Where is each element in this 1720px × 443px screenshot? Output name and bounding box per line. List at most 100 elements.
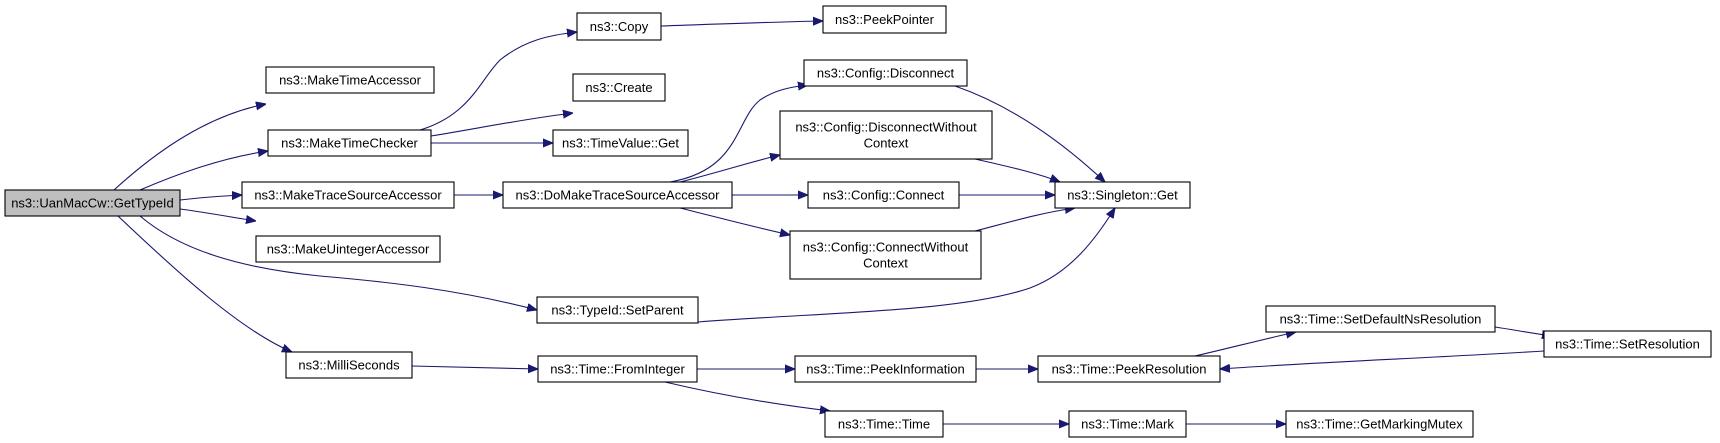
node-typeid-setparent[interactable]: ns3::TypeId::SetParent	[536, 296, 699, 324]
node-milliseconds[interactable]: ns3::MilliSeconds	[285, 351, 413, 379]
node-label: ns3::PeekPointer	[835, 12, 935, 27]
node-config-disconnect[interactable]: ns3::Config::Disconnect	[803, 59, 968, 87]
node-box	[824, 410, 944, 438]
node-box	[807, 181, 960, 209]
node-box	[1037, 355, 1221, 383]
node-time-peekresolution[interactable]: ns3::Time::PeekResolution	[1037, 355, 1221, 383]
node-label: ns3::Create	[585, 80, 652, 95]
node-config-connect[interactable]: ns3::Config::Connect	[807, 181, 960, 209]
node-box	[572, 73, 666, 102]
edge-time-peekresolution-to-time-setdefaultnsresolution	[1194, 332, 1296, 357]
node-time-setresolution[interactable]: ns3::Time::SetResolution	[1543, 330, 1712, 358]
node-label: ns3::Time::GetMarkingMutex	[1296, 417, 1463, 432]
edge-uanmaccw-gettypeid-to-typeid-setparent	[139, 215, 537, 310]
node-box	[1068, 410, 1187, 438]
node-label: ns3::Time::FromInteger	[550, 362, 685, 377]
node-time-mark[interactable]: ns3::Time::Mark	[1068, 410, 1187, 438]
edge-uanmaccw-gettypeid-to-makeuintegeraccessor	[179, 208, 256, 221]
node-peekpointer[interactable]: ns3::PeekPointer	[822, 5, 947, 34]
node-box	[794, 355, 977, 383]
node-time-peekinformation[interactable]: ns3::Time::PeekInformation	[794, 355, 977, 383]
node-label: ns3::Copy	[590, 19, 649, 34]
node-box	[537, 355, 698, 383]
edge-time-frominteger-to-time-time	[664, 381, 830, 411]
node-box	[1054, 181, 1191, 209]
node-makeuintegeraccessor[interactable]: ns3::MakeUintegerAccessor	[255, 235, 441, 263]
node-label: ns3::Config::ConnectWithout	[803, 240, 969, 255]
node-box	[1285, 410, 1474, 438]
node-label: ns3::Time::PeekResolution	[1052, 362, 1207, 377]
edge-domaketracesourceaccessor-to-config-connectwithoutcontext	[679, 207, 790, 235]
edge-maketimechecker-to-copy	[419, 32, 577, 131]
node-label: ns3::Config::Connect	[823, 188, 945, 203]
nodes-layer: ns3::UanMacCw::GetTypeId ns3::MakeTimeAcc…	[4, 5, 1712, 438]
edge-domaketracesourceaccessor-to-config-disconnectwithoutcontext	[679, 155, 780, 183]
edge-time-setdefaultnsresolution-to-time-setresolution	[1494, 326, 1552, 336]
node-label: ns3::Time::PeekInformation	[806, 362, 964, 377]
node-copy[interactable]: ns3::Copy	[576, 12, 662, 41]
node-box	[1265, 305, 1496, 333]
edge-uanmaccw-gettypeid-to-milliseconds	[117, 215, 292, 352]
node-label: Context	[864, 136, 909, 151]
node-label: Context	[863, 256, 908, 271]
node-label: ns3::Config::Disconnect	[817, 66, 955, 81]
node-box	[285, 351, 413, 379]
node-label: ns3::Config::DisconnectWithout	[795, 120, 977, 135]
node-label: ns3::Time::SetDefaultNsResolution	[1280, 312, 1482, 327]
node-label: ns3::TypeId::SetParent	[551, 303, 684, 318]
node-box	[241, 181, 455, 209]
node-box	[789, 230, 982, 280]
edge-typeid-setparent-to-singleton-get	[697, 208, 1115, 323]
node-time-frominteger[interactable]: ns3::Time::FromInteger	[537, 355, 698, 383]
node-box	[502, 181, 733, 209]
edges-layer	[113, 21, 1552, 424]
edge-uanmaccw-gettypeid-to-maketimechecker	[139, 151, 268, 191]
node-label: ns3::Singleton::Get	[1067, 188, 1178, 203]
node-label: ns3::Time::SetResolution	[1555, 337, 1700, 352]
node-box	[265, 66, 435, 94]
node-maketracesourceaccessor[interactable]: ns3::MakeTraceSourceAccessor	[241, 181, 455, 209]
node-maketimeaccessor[interactable]: ns3::MakeTimeAccessor	[265, 66, 435, 94]
node-label: ns3::Time::Time	[838, 417, 930, 432]
node-label: ns3::Time::Mark	[1081, 417, 1174, 432]
node-box	[822, 5, 947, 34]
edge-milliseconds-to-time-frominteger	[411, 366, 538, 369]
node-label: ns3::TimeValue::Get	[562, 136, 679, 151]
node-box	[267, 129, 432, 157]
node-timevalue-get[interactable]: ns3::TimeValue::Get	[552, 129, 689, 157]
node-maketimechecker[interactable]: ns3::MakeTimeChecker	[267, 129, 432, 157]
node-box	[1543, 330, 1712, 358]
node-box	[536, 296, 699, 324]
node-create[interactable]: ns3::Create	[572, 73, 666, 102]
edge-copy-to-peekpointer	[660, 21, 823, 27]
edge-maketimechecker-to-create	[430, 113, 573, 137]
edge-domaketracesourceaccessor-to-config-disconnect	[669, 85, 808, 183]
node-time-setdefaultnsresolution[interactable]: ns3::Time::SetDefaultNsResolution	[1265, 305, 1496, 333]
node-box	[803, 59, 968, 87]
node-label: ns3::MakeUintegerAccessor	[267, 242, 430, 257]
node-time-time[interactable]: ns3::Time::Time	[824, 410, 944, 438]
edge-config-disconnect-to-singleton-get	[954, 85, 1105, 182]
node-box	[255, 235, 441, 263]
node-label: ns3::DoMakeTraceSourceAccessor	[516, 188, 721, 203]
node-label: ns3::MilliSeconds	[298, 358, 400, 373]
node-label: ns3::MakeTimeChecker	[281, 136, 418, 151]
edge-uanmaccw-gettypeid-to-maketracesourceaccessor	[179, 195, 242, 201]
node-singleton-get[interactable]: ns3::Singleton::Get	[1054, 181, 1191, 209]
node-box	[576, 12, 662, 41]
node-uanmaccw-gettypeid[interactable]: ns3::UanMacCw::GetTypeId	[4, 189, 181, 217]
node-time-getmarkingmutex[interactable]: ns3::Time::GetMarkingMutex	[1285, 410, 1474, 438]
edge-config-disconnectwithoutcontext-to-singleton-get	[974, 158, 1060, 183]
edge-config-connectwithoutcontext-to-singleton-get	[974, 208, 1075, 232]
node-label: ns3::MakeTimeAccessor	[279, 73, 422, 88]
node-domaketracesourceaccessor[interactable]: ns3::DoMakeTraceSourceAccessor	[502, 181, 733, 209]
edge-time-setresolution-to-time-peekresolution	[1220, 350, 1545, 369]
node-label: ns3::MakeTraceSourceAccessor	[254, 188, 442, 203]
node-box	[779, 110, 993, 160]
node-label: ns3::UanMacCw::GetTypeId	[11, 196, 174, 211]
node-box	[552, 129, 689, 157]
edge-uanmaccw-gettypeid-to-maketimeaccessor	[113, 104, 266, 191]
